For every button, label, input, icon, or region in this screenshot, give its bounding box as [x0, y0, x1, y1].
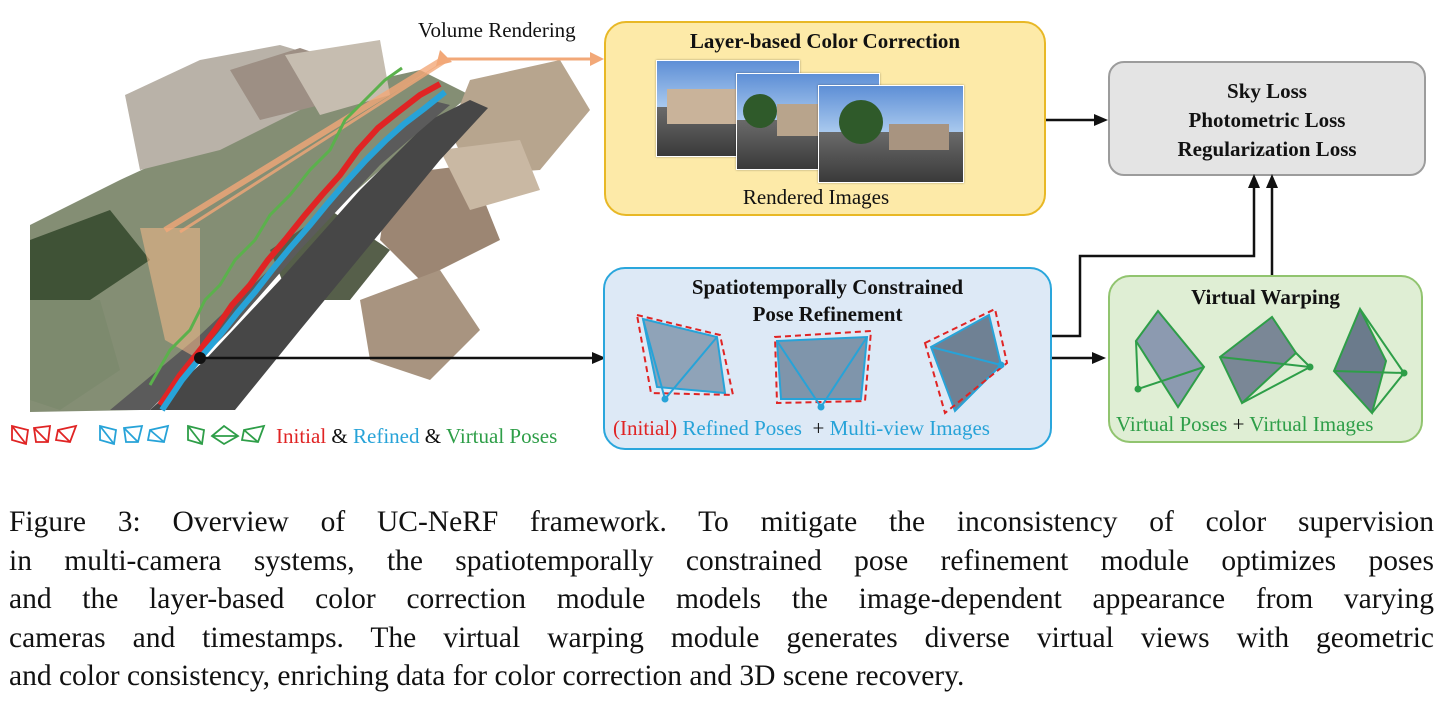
- pose-caption-multiview: Multi-view Images: [829, 416, 990, 440]
- legend-text: Initial & Refined & Virtual Poses: [276, 424, 557, 449]
- virtual-warping-title: Virtual Warping: [1191, 285, 1340, 309]
- volume-rendering-label: Volume Rendering: [418, 18, 576, 42]
- pose-refinement-box: Spatiotemporally Constrained Pose Refine…: [603, 267, 1052, 450]
- pose-refinement-title-line2: Pose Refinement: [752, 302, 903, 326]
- pose-refinement-title-line1: Spatiotemporally Constrained: [691, 275, 964, 299]
- warp-caption-plus: +: [1232, 412, 1245, 436]
- photometric-loss-label: Photometric Loss: [1188, 108, 1346, 132]
- pose-caption-refined: Refined Poses: [682, 416, 802, 440]
- sky-loss-label: Sky Loss: [1227, 79, 1307, 103]
- legend-amp-2: &: [424, 424, 442, 448]
- point-cloud-scene: [30, 40, 590, 412]
- caption-line: Figure 3: Overview of UC-NeRF framework.…: [9, 506, 1434, 538]
- color-correction-title: Layer-based Color Correction: [689, 29, 961, 53]
- figure-caption: Figure 3: Overview of UC-NeRF framework.…: [9, 503, 1434, 696]
- virtual-warping-caption: Virtual Poses + Virtual Images: [1116, 412, 1373, 437]
- caption-line: cameras and timestamps. The virtual warp…: [9, 621, 1434, 654]
- legend-pose-icons: [11, 424, 266, 446]
- caption-line: in multi-camera systems, the spatiotempo…: [9, 544, 1434, 577]
- pose-refinement-caption: (Initial) Refined Poses + Multi-view Ima…: [613, 416, 990, 441]
- legend-refined: Refined: [353, 424, 420, 448]
- virtual-frustums: [1134, 306, 1408, 416]
- warp-caption-poses: Virtual Poses: [1116, 412, 1228, 436]
- rendered-images-caption: Rendered Images: [742, 185, 890, 209]
- legend-virtual: Virtual Poses: [445, 424, 558, 448]
- rendered-image-3: [818, 85, 964, 183]
- pose-warp-loss-arrows: [1052, 174, 1278, 364]
- pose-frustums: [635, 307, 1009, 415]
- legend-initial: Initial: [276, 424, 327, 448]
- pose-caption-initial: (Initial): [613, 416, 678, 440]
- scene-to-pose-arrow: [200, 352, 606, 364]
- color-to-loss-arrow: [1046, 114, 1108, 126]
- volume-rendering-arrow: [444, 52, 604, 66]
- pose-caption-plus: +: [812, 416, 825, 440]
- color-correction-box: Layer-based Color Correction Rendered Im…: [604, 21, 1046, 216]
- loss-box: Sky Loss Photometric Loss Regularization…: [1108, 61, 1426, 176]
- legend-amp-1: &: [331, 424, 348, 448]
- caption-line: and the layer-based color correction mod…: [9, 583, 1434, 615]
- regularization-loss-label: Regularization Loss: [1177, 137, 1357, 161]
- virtual-warping-box: Virtual Warping Virtual Poses + Virtual …: [1108, 275, 1423, 443]
- caption-line: and color consistency, enriching data fo…: [9, 660, 965, 692]
- warp-caption-images: Virtual Images: [1249, 412, 1374, 436]
